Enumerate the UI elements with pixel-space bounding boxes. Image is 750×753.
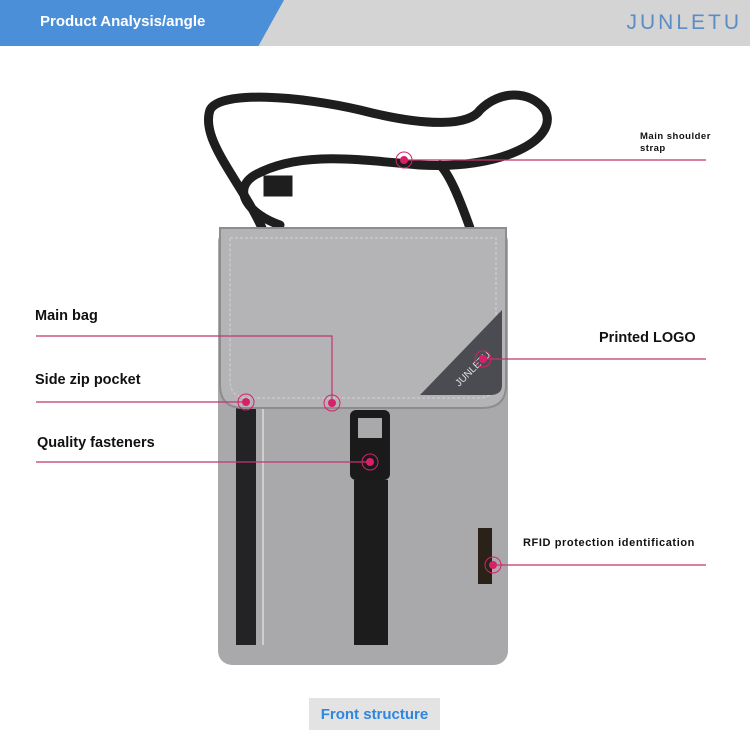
callout-strap: Main shoulder strap (640, 131, 711, 154)
shoulder-strap (204, 90, 552, 233)
header-title: Product Analysis/angle (40, 13, 206, 30)
brand-logo: JUNLETU (626, 11, 742, 34)
bag-flap (219, 227, 507, 409)
front-strap (354, 480, 388, 645)
caption-front-structure: Front structure (309, 698, 440, 730)
side-zip-pocket (236, 395, 256, 645)
callout-side-zip: Side zip pocket (35, 372, 141, 388)
logo-patch (420, 310, 502, 395)
callout-dots (237, 151, 502, 574)
header-title-tab (0, 0, 284, 46)
callout-rfid: RFID protection identification (523, 537, 695, 549)
callout-fasteners: Quality fasteners (37, 435, 155, 451)
callout-main-bag: Main bag (35, 308, 98, 324)
callout-logo: Printed LOGO (599, 330, 696, 346)
rfid-tag (478, 528, 492, 584)
